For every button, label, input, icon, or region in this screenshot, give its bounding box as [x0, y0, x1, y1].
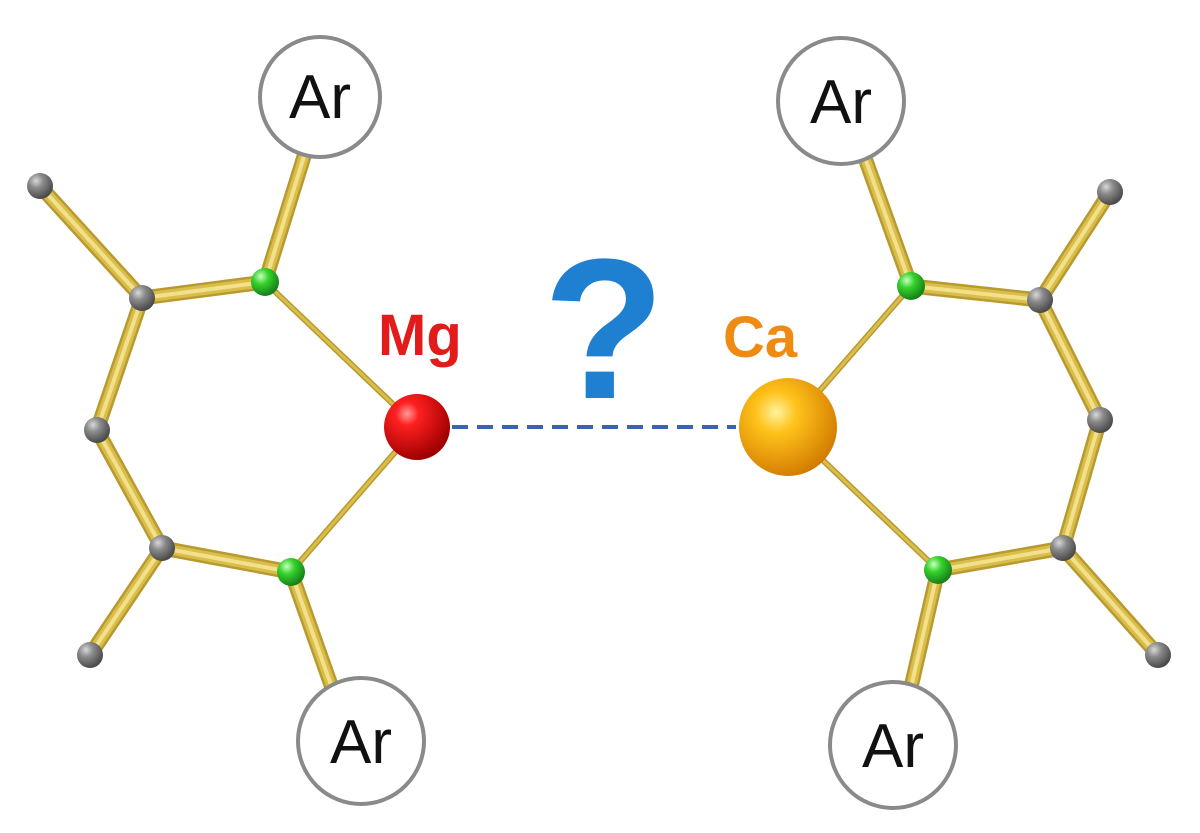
ar-label: Ar — [289, 63, 351, 132]
bond-highlight — [160, 546, 293, 574]
ar-group-bottom-left: Ar — [296, 676, 426, 806]
atom-layer — [27, 173, 1171, 668]
bond-highlight — [1061, 546, 1160, 657]
ar-circle — [258, 35, 382, 159]
bond-highlight — [95, 296, 144, 432]
bond-highlight — [936, 546, 1065, 572]
carbon-atom — [1087, 407, 1113, 433]
nitrogen-atom — [897, 272, 925, 300]
bond-highlight — [263, 148, 308, 284]
carbon-atom — [84, 417, 110, 443]
bond-highlight — [1038, 298, 1102, 422]
ca-atom — [739, 378, 837, 476]
bond-highlight — [910, 568, 940, 685]
carbon-atom — [1027, 287, 1053, 313]
ar-circle — [296, 676, 426, 806]
nitrogen-atom — [277, 558, 305, 586]
ar-label: Ar — [330, 708, 392, 777]
mg-atom — [384, 394, 450, 460]
carbon-atom — [27, 173, 53, 199]
ar-label: Ar — [810, 68, 872, 137]
bond-highlight — [38, 184, 144, 300]
ar-circle — [828, 680, 958, 810]
carbon-atom — [77, 642, 103, 668]
bond-highlight — [1038, 190, 1112, 302]
ar-circle — [776, 36, 906, 166]
bond-highlight — [863, 156, 913, 288]
bond-highlight — [909, 284, 1042, 302]
nitrogen-atom — [924, 556, 952, 584]
bond-highlight — [88, 546, 164, 657]
bond-highlight — [140, 280, 267, 300]
bond-highlight — [1061, 418, 1102, 550]
bond-layer — [32, 142, 1166, 693]
carbon-atom — [1097, 179, 1123, 205]
bond-highlight — [95, 428, 164, 550]
ar-group-bottom-right: Ar — [828, 680, 958, 810]
ar-group-top-left: Ar — [258, 35, 382, 159]
ca-label: Ca — [723, 305, 798, 370]
coordination-bond — [263, 280, 419, 429]
ar-label: Ar — [862, 712, 924, 781]
ar-group-top-right: Ar — [776, 36, 906, 166]
carbon-atom — [149, 535, 175, 561]
question-mark: ? — [543, 218, 665, 441]
carbon-atom — [129, 285, 155, 311]
carbon-atom — [1050, 535, 1076, 561]
bond-highlight — [289, 570, 333, 687]
carbon-atom — [1145, 642, 1171, 668]
nitrogen-atom — [251, 268, 279, 296]
mg-label: Mg — [378, 303, 462, 368]
